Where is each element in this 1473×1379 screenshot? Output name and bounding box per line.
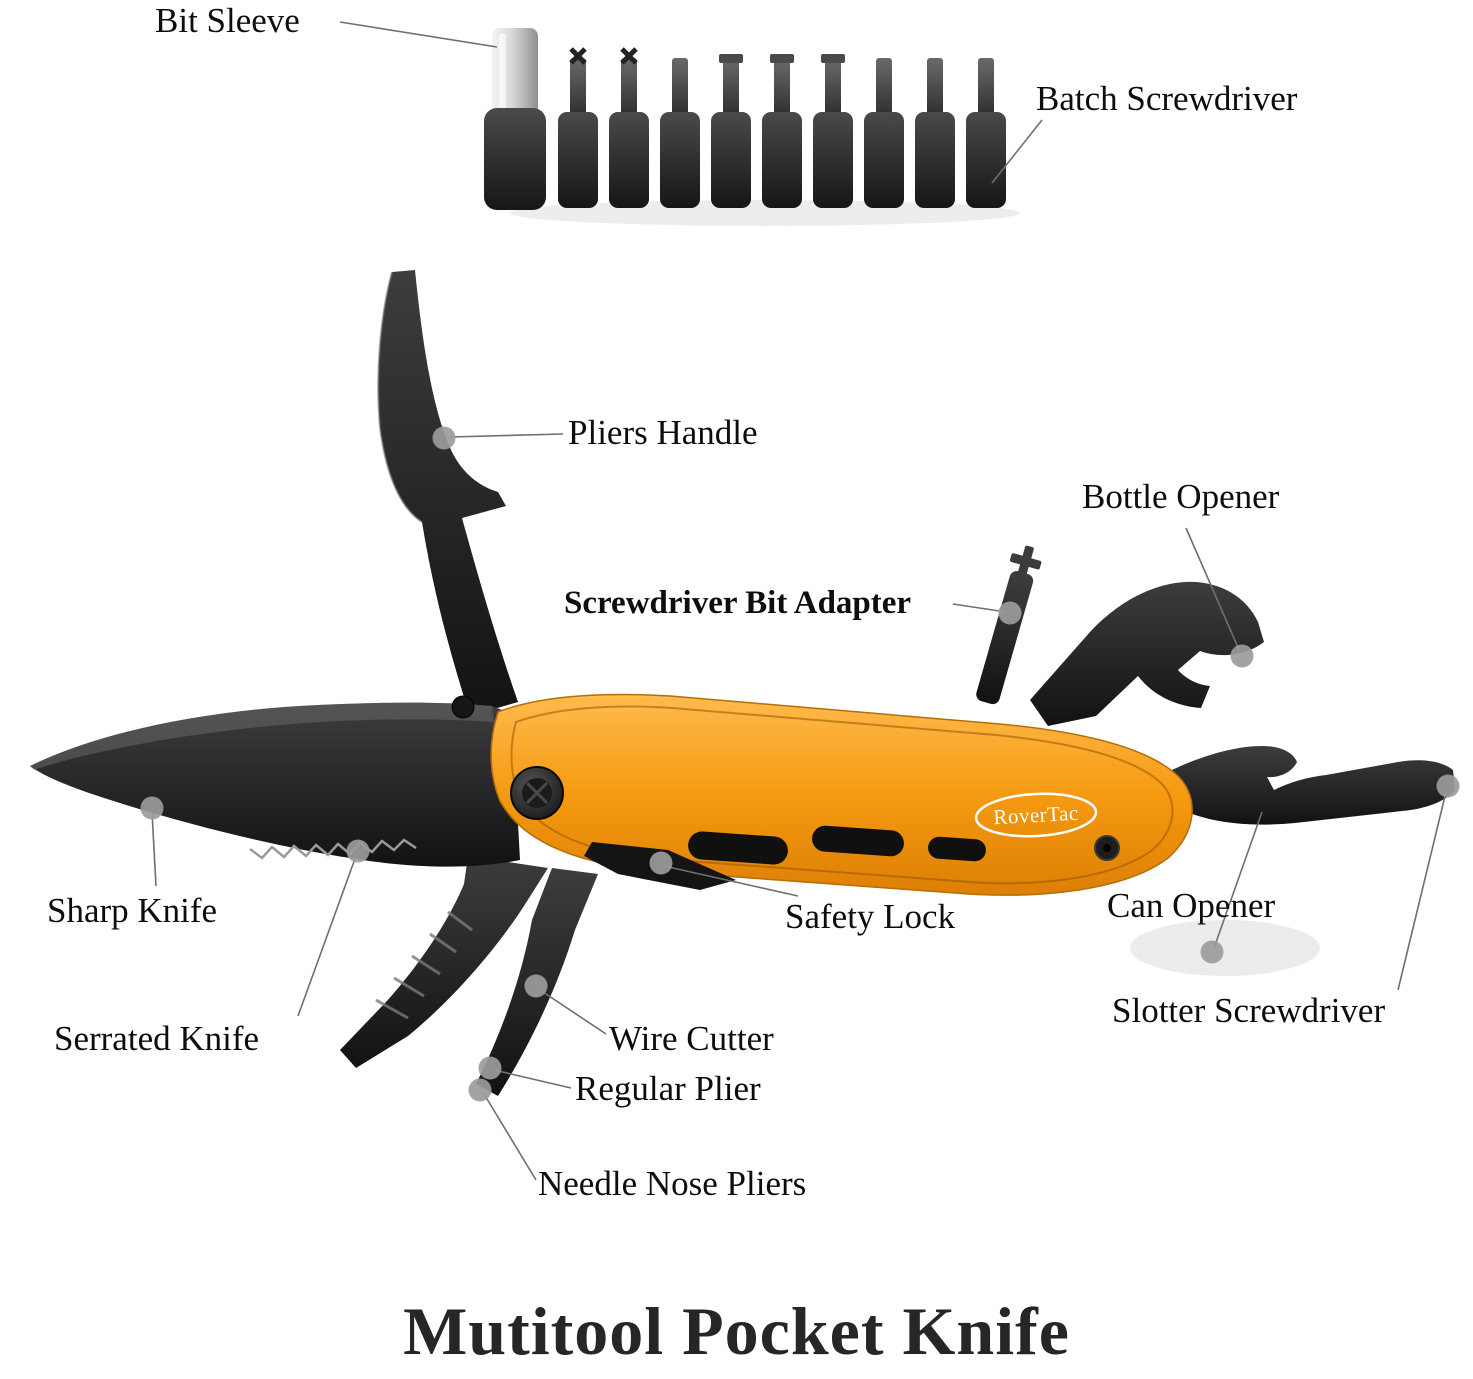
label-can-opener: Can Opener [1107,886,1276,925]
bottle-opener-shape [1030,581,1264,726]
screwdriver-bit-set [484,28,1006,210]
needle-nose-jaw-shape [340,856,548,1068]
anchor-dot-safety-lock [649,851,673,875]
label-screwdriver-bit-adapter: Screwdriver Bit Adapter [564,585,912,621]
blade-pivot-screw [451,695,475,719]
flat-tip-icon [770,54,794,63]
leader-line-bit-sleeve [339,21,498,48]
handle-pivot-screw [510,766,564,820]
flat-tip-icon [821,54,845,63]
anchor-dot-needle-nose-pliers [468,1078,492,1102]
screwdriver-bits-group [558,47,1006,208]
bit-sleeve-shape [492,28,538,116]
label-slotter-screwdriver: Slotter Screwdriver [1112,991,1386,1030]
orange-handle-shape [490,693,1193,896]
label-bit-sleeve: Bit Sleeve [155,1,300,40]
leader-line-wire-cutter [539,989,607,1035]
phillips-tip-icon [620,47,638,65]
handle-cutout-slot [812,825,904,857]
leader-line-pliers-handle [449,433,564,438]
anchor-dot-bottle-opener [1230,644,1254,668]
leader-line-safety-lock [663,865,799,897]
handle-cutout-slot [688,831,788,865]
tool-shadow [1130,920,1320,976]
anchor-dot-slotter-screwdriver [1436,774,1460,798]
label-batch-screwdriver: Batch Screwdriver [1036,79,1298,118]
bit-sleeve-base-shape [484,108,546,210]
anchor-dot-serrated-knife [346,839,370,863]
pliers-handle-arm-shape [378,270,518,716]
label-bottle-opener: Bottle Opener [1082,477,1280,516]
anchor-dot-regular-plier [478,1056,502,1080]
leader-lines [151,21,1447,1181]
screwdriver-bit-adapter-shape [976,545,1042,705]
label-safety-lock: Safety Lock [785,897,956,936]
knife-blade-shape [30,702,520,867]
leader-line-bit-adapter [952,603,1007,613]
label-sharp-knife: Sharp Knife [47,891,218,930]
blade-spine-bevel [30,702,494,770]
anchor-dot-bit-adapter [998,601,1022,625]
product-title: Mutitool Pocket Knife [403,1293,1070,1369]
leader-line-can-opener [1213,811,1263,949]
plier-grip-teeth [375,910,473,1020]
anchor-dot-can-opener [1200,940,1224,964]
leader-line-slotter-screwdriver [1397,791,1447,991]
leader-line-serrated-knife [297,855,357,1017]
anchor-dots [140,426,1460,1102]
label-serrated-knife: Serrated Knife [54,1019,260,1058]
bit-sleeve-highlight [499,33,506,109]
pliers-handle-edge-highlight [377,271,423,523]
anchor-dot-pliers-handle [432,426,456,450]
leader-line-regular-plier [493,1069,572,1089]
leader-line-batch-screwdriver [991,119,1043,184]
leader-line-sharp-knife [151,811,157,887]
can-opener-arm-shape [1168,746,1455,825]
phillips-tip-icon [569,47,587,65]
anchor-dot-sharp-knife [140,796,164,820]
leader-line-bottle-opener [1185,527,1241,653]
handle-cutout-slot [928,836,986,862]
handle-small-screw [1094,835,1120,861]
flat-tip-icon [719,54,743,63]
serrated-edge-shape [249,838,417,860]
label-wire-cutter: Wire Cutter [609,1019,774,1058]
label-pliers-handle: Pliers Handle [568,413,758,452]
label-needle-nose-pliers: Needle Nose Pliers [538,1164,807,1203]
brand-oval [974,792,1098,838]
anchor-dot-wire-cutter [524,974,548,998]
label-regular-plier: Regular Plier [575,1069,761,1108]
leader-line-needle-nose-pliers [483,1093,537,1181]
